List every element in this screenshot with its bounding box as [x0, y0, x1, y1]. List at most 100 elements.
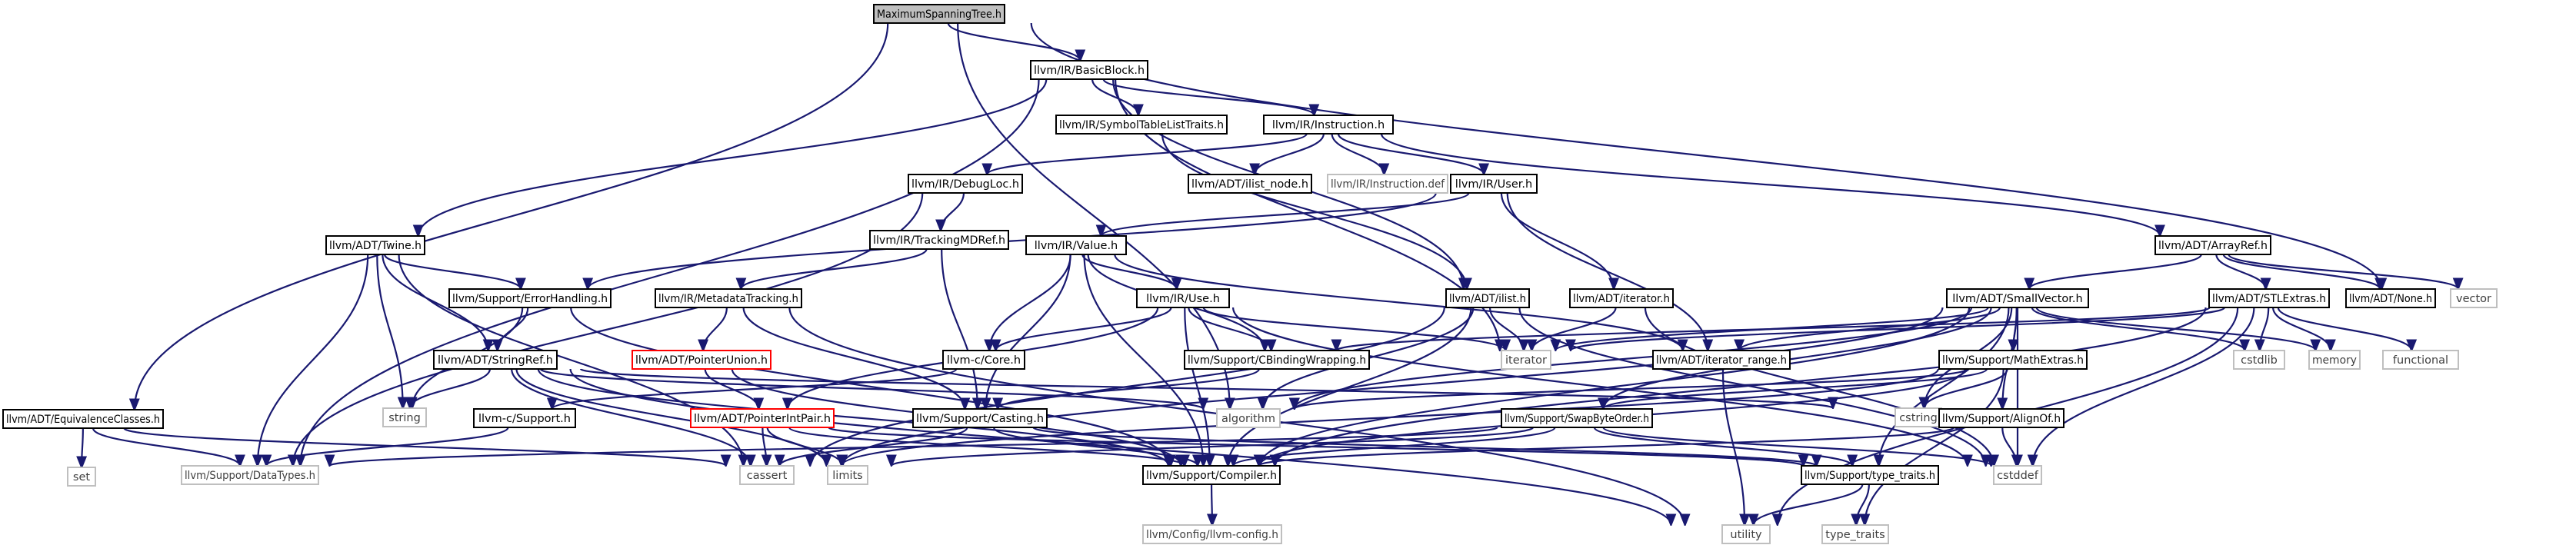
- graph-node-mathextras[interactable]: llvm/Support/MathExtras.h: [1938, 350, 2088, 370]
- edge-eqc-to-set: [82, 427, 83, 467]
- graph-node-stringref[interactable]: llvm/ADT/StringRef.h: [433, 350, 558, 370]
- node-label: llvm/IR/MetadataTracking.h: [658, 293, 798, 305]
- graph-node-debugloc[interactable]: llvm/IR/DebugLoc.h: [908, 174, 1023, 194]
- graph-node-smallvec[interactable]: llvm/ADT/SmallVector.h: [1946, 288, 2089, 308]
- node-box[interactable]: [1938, 350, 2088, 370]
- node-box[interactable]: [2345, 288, 2436, 308]
- graph-node-stlextras[interactable]: llvm/ADT/STLExtras.h: [2208, 288, 2330, 308]
- node-box[interactable]: [1142, 465, 1281, 485]
- edge-alignof-to-compiler: [1259, 426, 1955, 466]
- node-box[interactable]: [2154, 235, 2271, 255]
- graph-node-mdtrack[interactable]: llvm/IR/MetadataTracking.h: [655, 288, 802, 308]
- node-box[interactable]: [655, 288, 802, 308]
- node-box[interactable]: [1501, 408, 1653, 428]
- node-box[interactable]: [1946, 288, 2089, 308]
- node-box[interactable]: [869, 230, 1009, 250]
- node-box[interactable]: [1263, 115, 1394, 135]
- node-box[interactable]: [325, 235, 425, 255]
- node-box: [2450, 288, 2498, 308]
- node-box[interactable]: [1938, 408, 2064, 428]
- edge-eqc-to-cassert: [123, 427, 725, 466]
- node-box[interactable]: [942, 350, 1025, 370]
- graph-node-ccore[interactable]: llvm-c/Core.h: [942, 350, 1025, 370]
- graph-node-compiler[interactable]: llvm/Support/Compiler.h: [1142, 465, 1281, 485]
- node-label: llvm-c/Support.h: [478, 413, 571, 425]
- graph-node-csupport[interactable]: llvm-c/Support.h: [473, 408, 576, 428]
- edge-swap-to-cstddef: [1602, 426, 1991, 467]
- edge-user-to-itrange: [1506, 192, 1708, 351]
- node-box[interactable]: [632, 350, 771, 370]
- node-label: cassert: [747, 470, 788, 482]
- node-label: llvm/Support/ErrorHandling.h: [452, 293, 608, 305]
- graph-node-swap[interactable]: llvm/Support/SwapByteOrder.h: [1501, 408, 1653, 428]
- graph-node-errh[interactable]: llvm/Support/ErrorHandling.h: [448, 288, 612, 308]
- node-box[interactable]: [1652, 350, 1791, 370]
- node-box[interactable]: [2208, 288, 2330, 308]
- edge-value-to-compiler: [1083, 254, 1204, 466]
- node-label: llvm/IR/Value.h: [1035, 240, 1118, 252]
- node-box[interactable]: [1025, 235, 1127, 255]
- edge-adtit-to-iterator: [1531, 307, 1617, 351]
- graph-node-value[interactable]: llvm/IR/Value.h: [1025, 235, 1127, 255]
- node-label: llvm/ADT/StringRef.h: [438, 354, 553, 367]
- node-box[interactable]: [912, 408, 1048, 428]
- node-label: string: [388, 412, 421, 424]
- node-box[interactable]: [473, 408, 576, 428]
- graph-node-alignof[interactable]: llvm/Support/AlignOf.h: [1938, 408, 2064, 428]
- node-box: [1216, 408, 1281, 428]
- graph-node-twine[interactable]: llvm/ADT/Twine.h: [325, 235, 425, 255]
- node-label: functional: [2393, 354, 2448, 367]
- graph-node-datatypes: llvm/Support/DataTypes.h: [181, 465, 319, 485]
- edge-arrayref-to-stlextras: [2215, 254, 2265, 289]
- graph-node-adtit[interactable]: llvm/ADT/iterator.h: [1569, 288, 1674, 308]
- node-box[interactable]: [1801, 465, 1939, 485]
- graph-node-eqc[interactable]: llvm/ADT/EquivalenceClasses.h: [2, 409, 164, 429]
- graph-node-ptrint[interactable]: llvm/ADT/PointerIntPair.h: [690, 408, 835, 428]
- graph-node-limits: limits: [827, 465, 868, 485]
- edge-instr-to-listnode: [1255, 133, 1325, 174]
- node-box[interactable]: [1450, 174, 1538, 194]
- graph-node-ilist[interactable]: llvm/ADT/ilist.h: [1445, 288, 1530, 308]
- node-box: [827, 465, 868, 485]
- graph-node-itrange[interactable]: llvm/ADT/iterator_range.h: [1652, 350, 1791, 370]
- graph-node-symtab[interactable]: llvm/IR/SymbolTableListTraits.h: [1055, 115, 1228, 135]
- edge-ilist-to-cassert: [810, 307, 1445, 466]
- node-box[interactable]: [2, 409, 164, 429]
- graph-node-trackmd[interactable]: llvm/IR/TrackingMDRef.h: [869, 230, 1009, 250]
- edge-twine-to-cassert: [398, 254, 744, 466]
- node-box[interactable]: [908, 174, 1023, 194]
- node-box[interactable]: [1188, 174, 1312, 194]
- graph-node-functional: functional: [2382, 350, 2459, 370]
- graph-node-listnode[interactable]: llvm/ADT/ilist_node.h: [1188, 174, 1312, 194]
- graph-node-use[interactable]: llvm/IR/Use.h: [1136, 288, 1230, 308]
- edge-instr-to-user: [1337, 133, 1484, 174]
- node-label: llvm/IR/SymbolTableListTraits.h: [1059, 119, 1224, 131]
- graph-node-mst[interactable]: MaximumSpanningTree.h: [873, 4, 1005, 24]
- graph-node-bb[interactable]: llvm/IR/BasicBlock.h: [1030, 60, 1148, 80]
- graph-node-none[interactable]: llvm/ADT/None.h: [2345, 288, 2436, 308]
- node-box[interactable]: [1184, 350, 1370, 370]
- node-box[interactable]: [1569, 288, 1674, 308]
- node-label: iterator: [1505, 354, 1547, 367]
- graph-node-ptrunion[interactable]: llvm/ADT/PointerUnion.h: [632, 350, 771, 370]
- node-label: llvm/ADT/EquivalenceClasses.h: [6, 414, 160, 426]
- node-box[interactable]: [690, 408, 835, 428]
- node-box[interactable]: [1055, 115, 1228, 135]
- node-label: llvm/ADT/STLExtras.h: [2212, 293, 2326, 305]
- graph-node-ptl[interactable]: llvm/Support/type_traits.h: [1801, 465, 1939, 485]
- node-label: set: [73, 471, 90, 484]
- node-box[interactable]: [1445, 288, 1530, 308]
- node-box[interactable]: [873, 4, 1005, 24]
- node-box[interactable]: [448, 288, 612, 308]
- edge-ptrint-to-cassert: [762, 427, 766, 466]
- node-box[interactable]: [1030, 60, 1148, 80]
- node-box[interactable]: [433, 350, 558, 370]
- node-box[interactable]: [1136, 288, 1230, 308]
- graph-node-instr[interactable]: llvm/IR/Instruction.h: [1263, 115, 1394, 135]
- graph-node-cbw[interactable]: llvm/Support/CBindingWrapping.h: [1184, 350, 1370, 370]
- graph-node-llvmconfig: llvm/Config/llvm-config.h: [1142, 524, 1282, 544]
- graph-node-casting[interactable]: llvm/Support/Casting.h: [912, 408, 1048, 428]
- graph-node-user[interactable]: llvm/IR/User.h: [1450, 174, 1538, 194]
- node-box: [1895, 407, 1942, 427]
- graph-node-arrayref[interactable]: llvm/ADT/ArrayRef.h: [2154, 235, 2271, 255]
